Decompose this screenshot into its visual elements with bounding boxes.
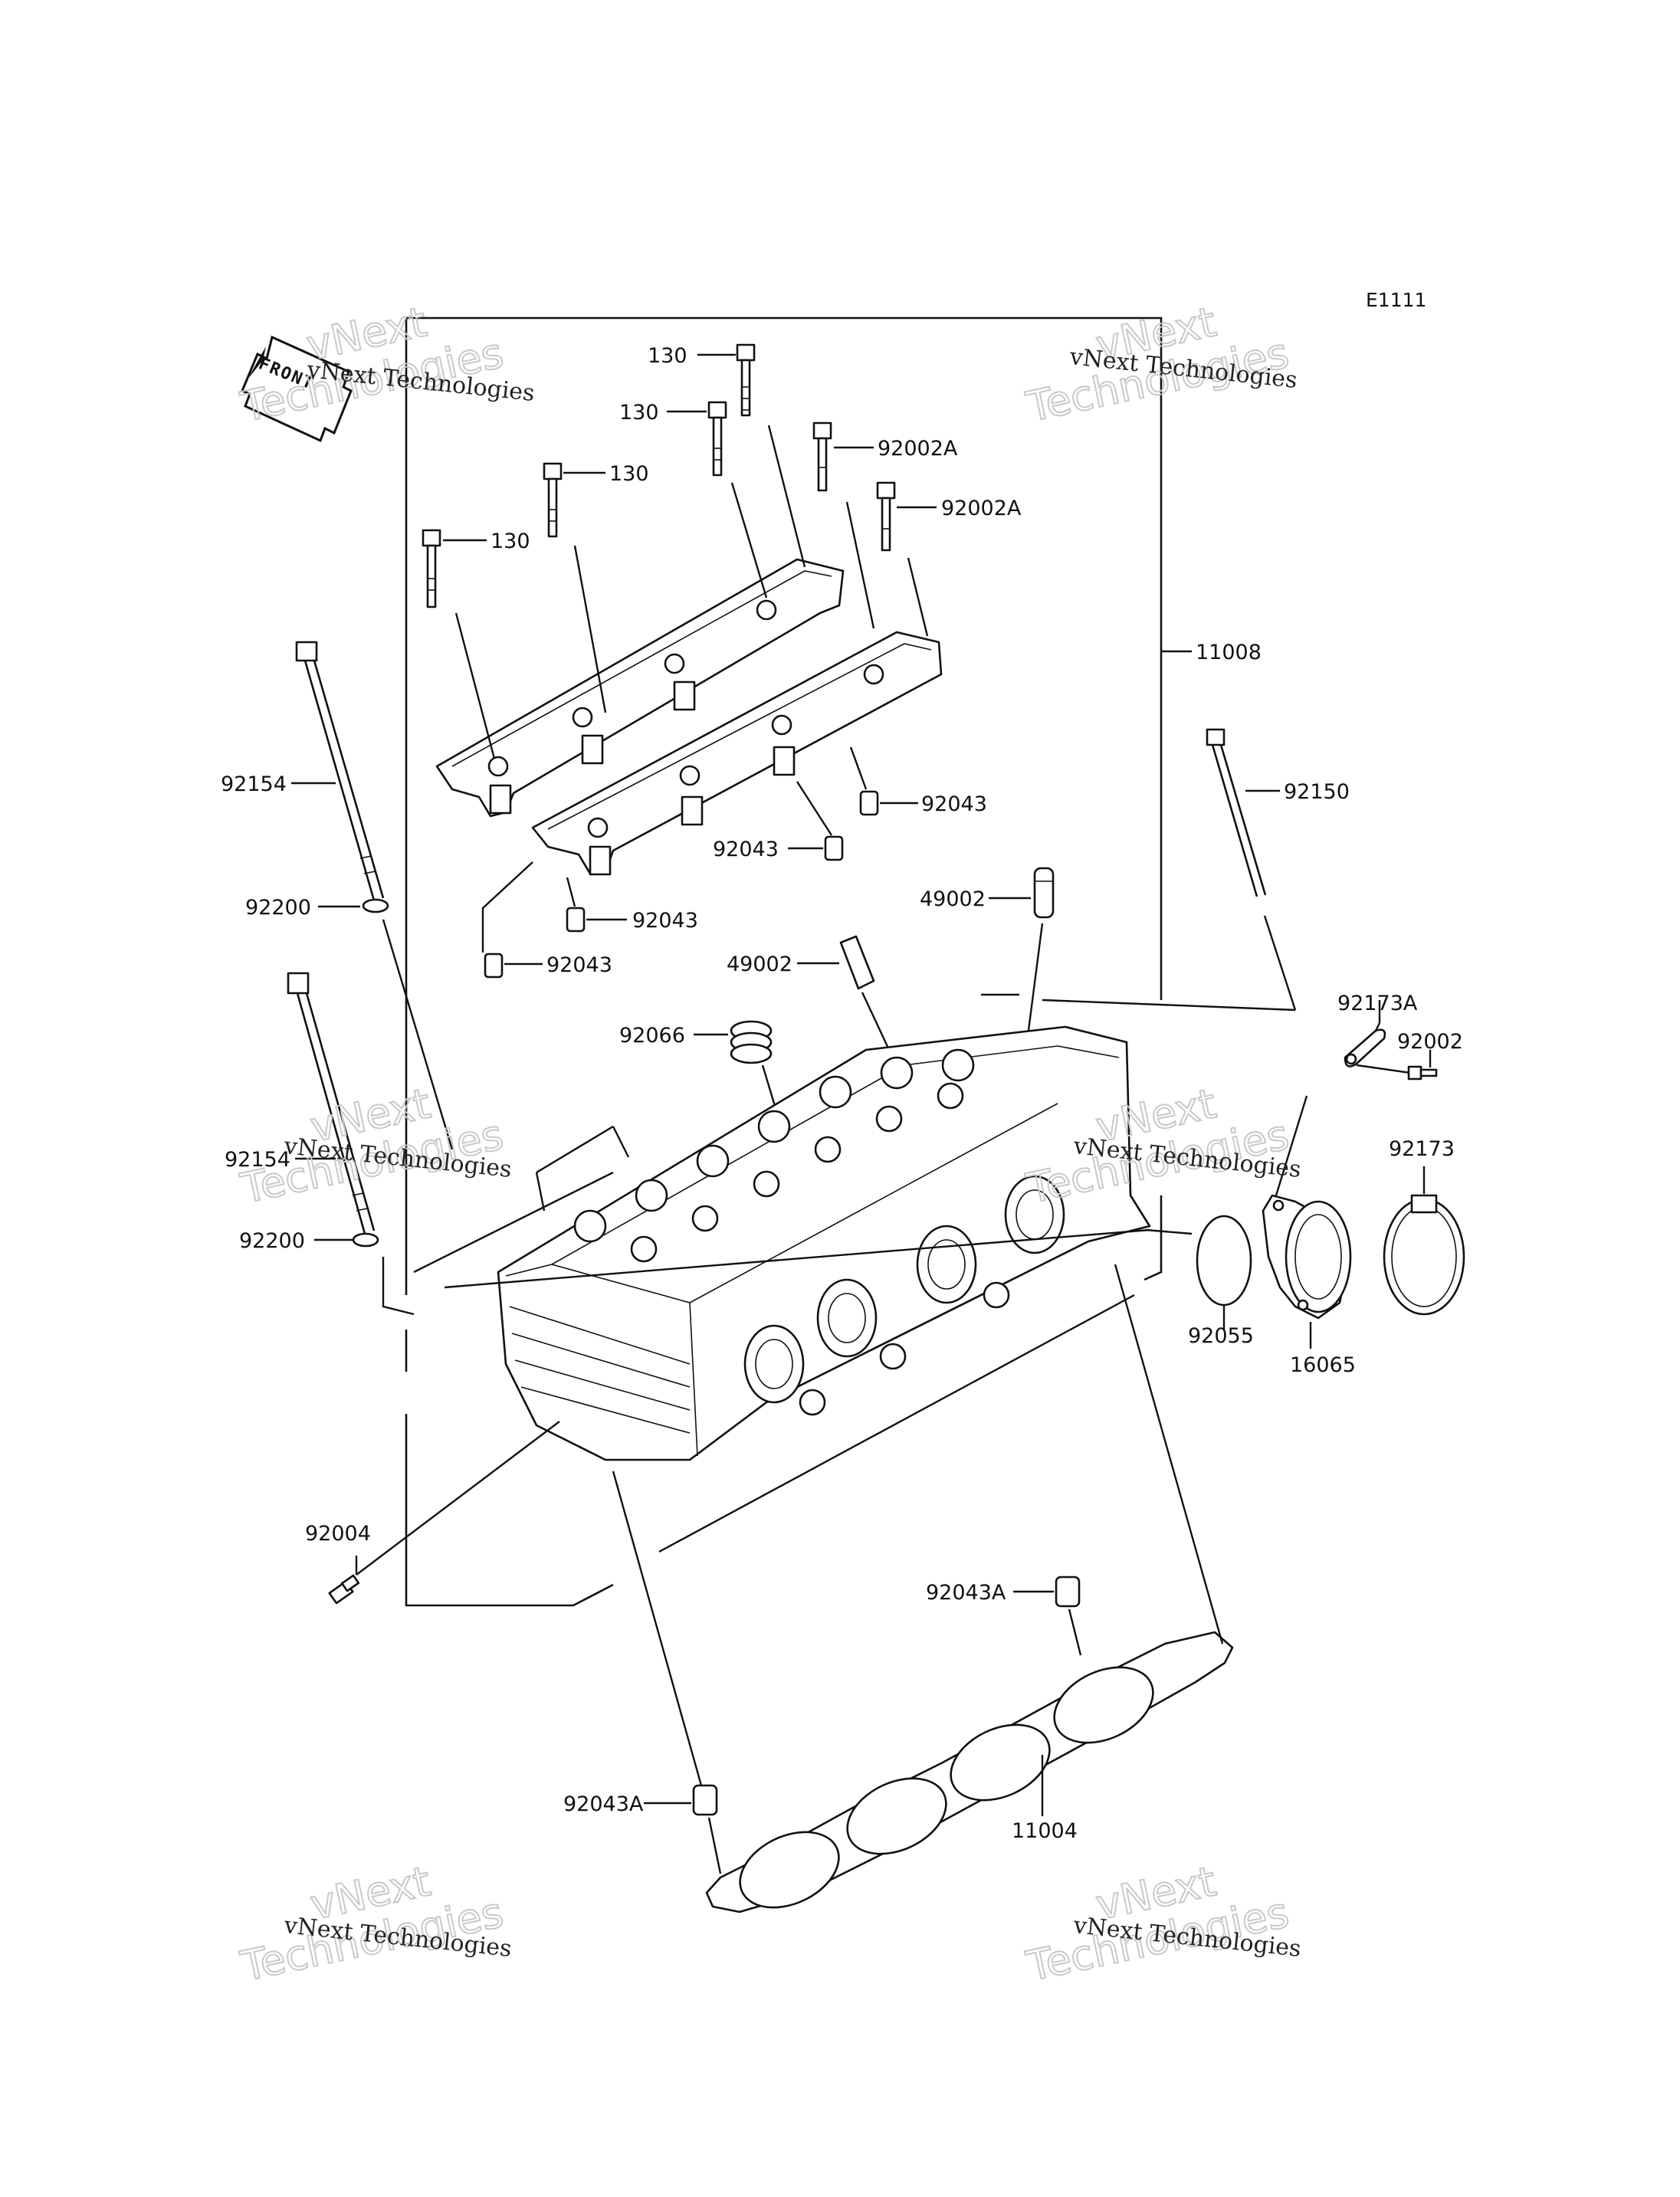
- label-dowel-92043A-a: 92043A: [926, 1581, 1006, 1605]
- label-dowel-92043-a: 92043: [921, 792, 987, 816]
- bolt-92002A-b: [876, 481, 896, 552]
- label-holder-16065: 16065: [1290, 1353, 1356, 1377]
- dowel-92043-c: [566, 907, 586, 933]
- bolt-130-b: [707, 401, 727, 477]
- label-bolt-130-d: 130: [491, 530, 530, 553]
- watermark-bottom-right: vNext Technologies vNext Technologies: [1022, 1856, 1303, 1992]
- label-dowel-92043-c: 92043: [632, 909, 698, 933]
- label-guide-49002-a: 49002: [920, 887, 986, 911]
- bolt-130-a: [736, 343, 756, 417]
- cam-cap-rail-upper: [435, 558, 845, 818]
- bolt-92002A-a: [812, 421, 832, 492]
- dowel-92043-b: [824, 835, 844, 861]
- guide-49002-a: [989, 867, 1055, 1043]
- gasket-11004: [612, 1264, 1234, 1913]
- label-bolt-130-b: 130: [619, 401, 659, 425]
- cylinder-head: [497, 1025, 1151, 1461]
- diagram-code: E1111: [1366, 289, 1426, 311]
- label-dowel-92043-b: 92043: [713, 838, 779, 861]
- stud-92154-b: [287, 972, 376, 1235]
- label-plug-92004: 92004: [305, 1522, 371, 1546]
- label-washer-92200-a: 92200: [245, 896, 311, 920]
- dowel-92043A-a: [1013, 1576, 1082, 1656]
- head-frame-lines: [413, 993, 1193, 1553]
- screw-92002: [1407, 1050, 1438, 1080]
- label-stud-92154-a: 92154: [221, 772, 287, 796]
- label-stud-92154-b: 92154: [225, 1148, 290, 1172]
- plug-92004: [328, 1421, 560, 1605]
- stud-92154-a: [295, 641, 385, 901]
- label-dowel-92043A-b: 92043A: [563, 1792, 644, 1816]
- label-clip-92173A: 92173A: [1337, 992, 1418, 1015]
- label-oring-92055: 92055: [1188, 1324, 1254, 1348]
- bolt-130-d: [422, 529, 441, 608]
- assembly-frame: [405, 316, 1192, 1607]
- washer-92200-b: [352, 1232, 379, 1248]
- label-stud-92150: 92150: [1284, 780, 1350, 804]
- label-clamp-92173: 92173: [1389, 1137, 1455, 1161]
- dowel-leaders: [481, 746, 918, 966]
- label-guide-49002-b: 49002: [727, 953, 792, 976]
- label-head-assembly: 11008: [1196, 641, 1262, 664]
- front-arrow-icon: FRONT: [241, 335, 353, 443]
- label-bolt-92002A-b: 92002A: [941, 497, 1022, 520]
- label-dowel-92043-d: 92043: [546, 953, 612, 977]
- bolt-130-c: [543, 462, 563, 538]
- label-gasket-11004: 11004: [1012, 1819, 1078, 1843]
- stud-92150: [1042, 728, 1297, 1012]
- label-bolt-92002A-a: 92002A: [878, 437, 958, 461]
- clip-92173A: [1344, 1000, 1411, 1074]
- label-bolt-130-a: 130: [648, 344, 687, 368]
- holder-16065: [1262, 1095, 1352, 1349]
- dowel-92043-d: [484, 953, 504, 979]
- clamp-92173: [1383, 1166, 1465, 1316]
- cam-cap-rail-lower: [531, 631, 943, 876]
- watermark-middle-left: vNext Technologies vNext Technologies: [236, 1078, 514, 1214]
- label-washer-92200-b: 92200: [239, 1229, 305, 1253]
- watermark-bottom-left: vNext Technologies vNext Technologies: [236, 1856, 514, 1992]
- dowel-92043A-b: [644, 1784, 722, 1874]
- label-seal-92066: 92066: [619, 1024, 685, 1048]
- oring-92055: [1196, 1215, 1252, 1330]
- label-screw-92002: 92002: [1397, 1030, 1463, 1054]
- bolt-leaders: [443, 353, 937, 759]
- guide-49002-b: [797, 935, 891, 1051]
- label-bolt-130-c: 130: [609, 462, 649, 486]
- dowel-92043-a: [859, 790, 879, 816]
- callout-labels: 130 130 130 130 92002A 92002A 11008 9215…: [221, 344, 1463, 1843]
- stud-leaders: [291, 782, 454, 1316]
- washer-92200-a: [362, 898, 389, 913]
